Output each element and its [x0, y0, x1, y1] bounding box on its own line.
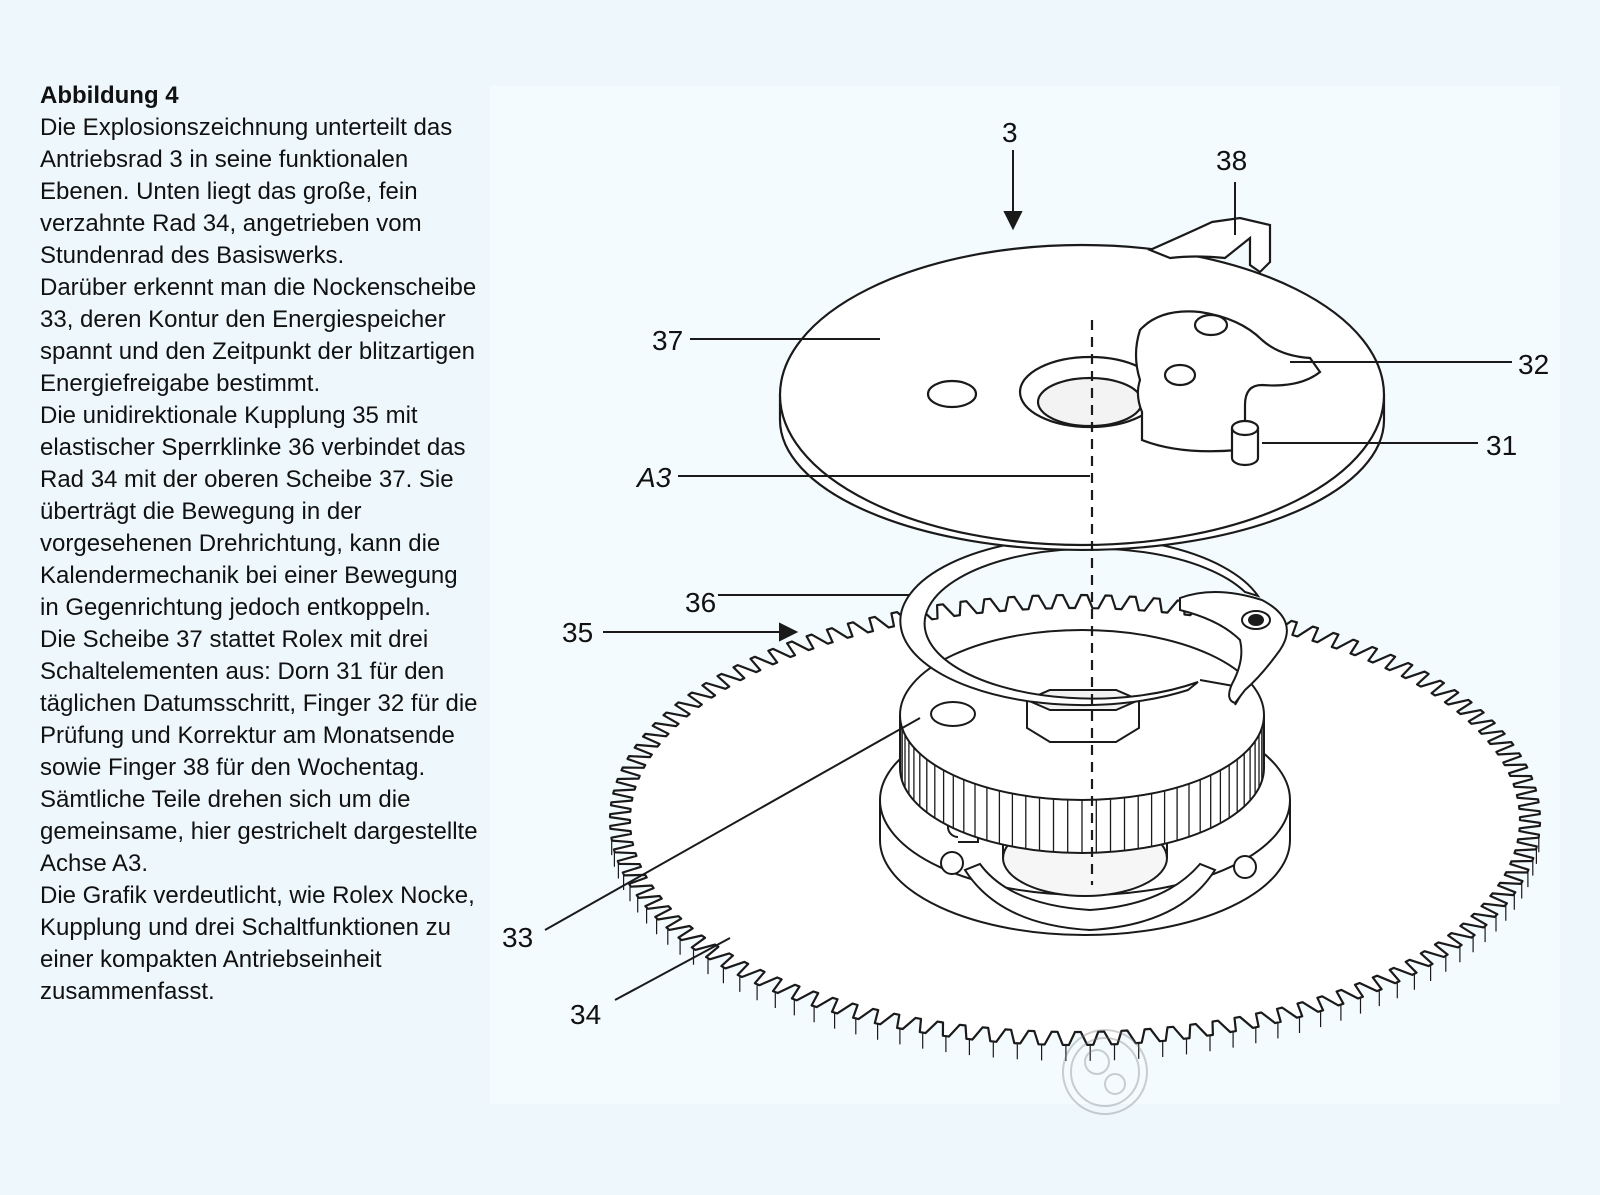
caption-paragraph-3: Die unidirektionale Kupplung 35 mit elas… [40, 402, 466, 621]
caption-paragraph-6: Die Grafik verdeutlicht, wie Rolex Nocke… [40, 882, 475, 1005]
label-31: 31 [1486, 430, 1517, 461]
label-36: 36 [685, 587, 716, 618]
watermark-seal [1062, 1029, 1148, 1115]
label-a3: A3 [635, 462, 672, 493]
label-38: 38 [1216, 145, 1247, 176]
label-37: 37 [652, 325, 683, 356]
caption-title: Abbildung 4 [40, 82, 179, 109]
cam-disc-knurling [899, 715, 1265, 853]
caption-paragraph-4: Die Scheibe 37 stattet Rolex mit drei Sc… [40, 626, 478, 781]
figure-caption: Abbildung 4 Die Explosionszeichnung unte… [40, 80, 480, 1008]
label-35: 35 [562, 617, 593, 648]
label-32: 32 [1518, 349, 1549, 380]
gear-rim-shading [611, 836, 1540, 1061]
leader-lines [544, 150, 1512, 1001]
caption-paragraph-1: Die Explosionszeichnung unterteilt das A… [40, 114, 453, 269]
label-33: 33 [502, 922, 533, 953]
caption-paragraph-5: Sämtliche Teile drehen sich um die gemei… [40, 786, 478, 877]
cam-disc-33 [899, 629, 1265, 854]
caption-paragraph-2: Darüber erkennt man die Nockenscheibe 33… [40, 274, 477, 397]
label-3: 3 [1002, 117, 1018, 148]
upper-disc-37 [778, 216, 1386, 552]
label-34: 34 [570, 999, 601, 1030]
reference-numerals: 3 38 37 32 31 A3 36 35 33 34 [502, 117, 1549, 1030]
clutch-pawl-ring-36 [899, 536, 1288, 707]
